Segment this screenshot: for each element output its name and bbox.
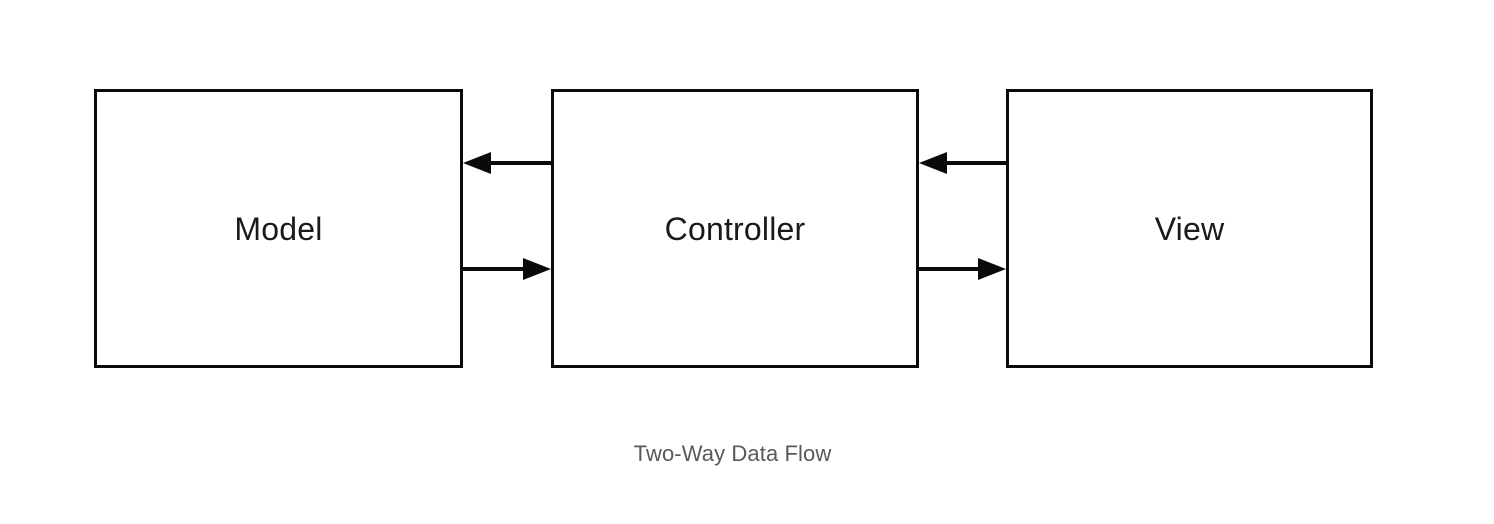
arrow-left-icon bbox=[463, 152, 491, 174]
arrow-left-icon bbox=[919, 152, 947, 174]
connector-group-model-controller bbox=[460, 89, 554, 368]
connector-svg-controller-view bbox=[919, 152, 1006, 280]
arrow-controller-to-model[interactable] bbox=[463, 152, 551, 174]
node-box-view[interactable]: View bbox=[1006, 89, 1373, 368]
arrow-controller-to-view[interactable] bbox=[919, 258, 1006, 280]
connector-svg-model-controller bbox=[463, 152, 551, 280]
node-label-model: Model bbox=[234, 210, 323, 247]
node-box-model[interactable]: Model bbox=[94, 89, 463, 368]
connector-group-controller-view bbox=[916, 89, 1009, 368]
arrow-model-to-controller[interactable] bbox=[463, 258, 551, 280]
node-label-controller: Controller bbox=[664, 210, 806, 247]
diagram-caption: Two-Way Data Flow bbox=[633, 441, 832, 466]
arrow-right-icon bbox=[523, 258, 551, 280]
node-box-controller[interactable]: Controller bbox=[551, 89, 919, 368]
arrow-right-icon bbox=[978, 258, 1006, 280]
node-label-view: View bbox=[1154, 210, 1225, 247]
arrow-view-to-controller[interactable] bbox=[919, 152, 1006, 174]
